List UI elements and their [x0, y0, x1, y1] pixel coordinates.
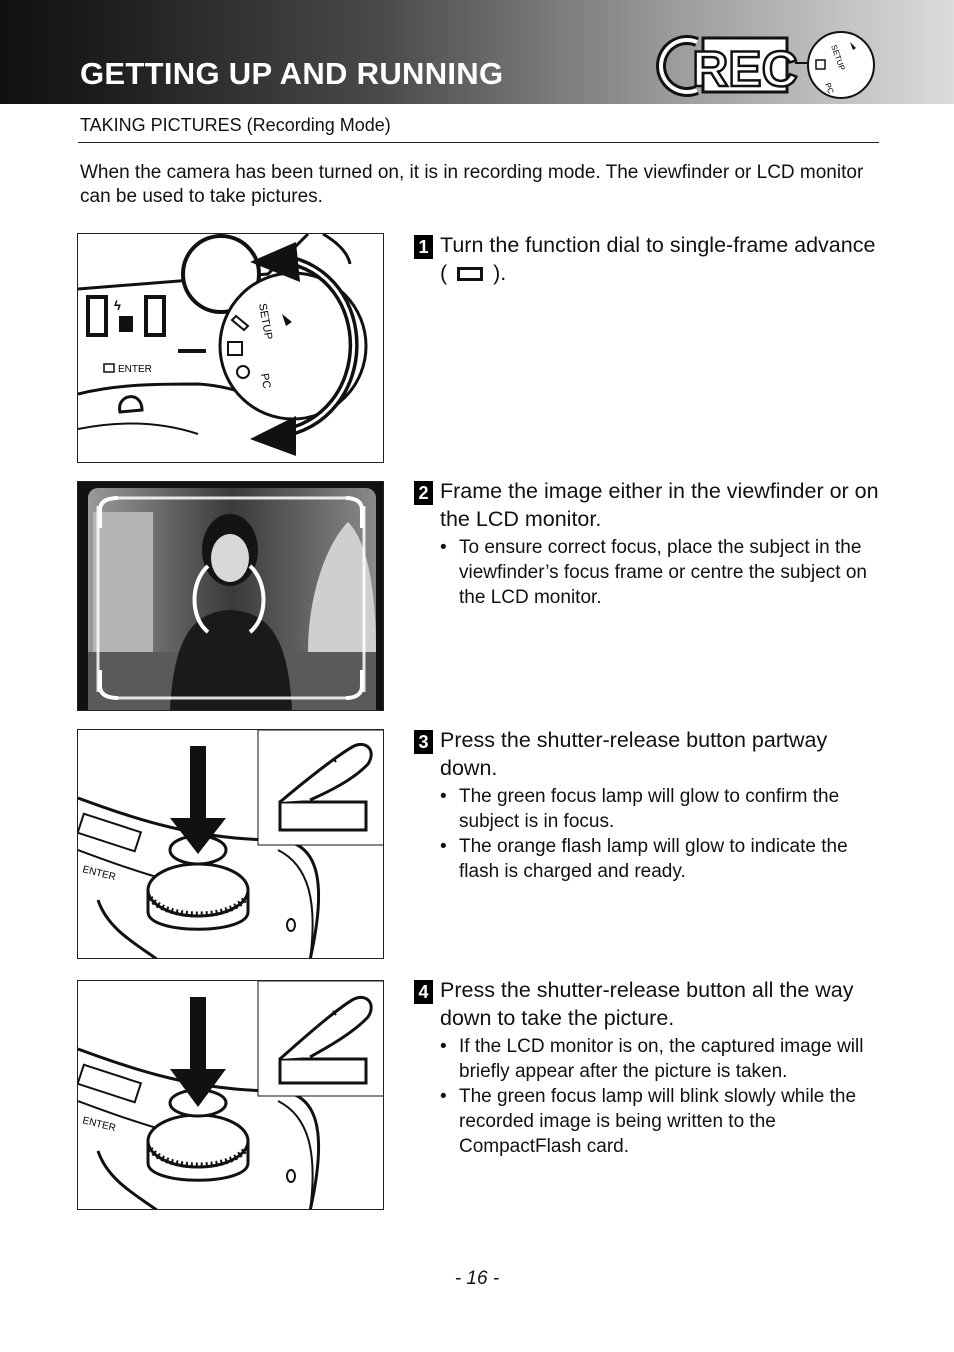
step-number-badge: 3: [414, 730, 433, 754]
bullet-item: The green focus lamp will blink slowly w…: [440, 1084, 884, 1159]
figure-viewfinder-photo: [77, 481, 384, 711]
figure-function-dial: ϟ ENTER SETUP PC: [77, 233, 384, 463]
section-subtitle: TAKING PICTURES (Recording Mode): [80, 115, 391, 135]
page-title: GETTING UP AND RUNNING: [80, 56, 504, 91]
figure-shutter-full-press: ENTER: [77, 980, 384, 1210]
mode-dial-icon: SETUP PC: [807, 31, 875, 99]
step-text: Press the shutter-release button partway…: [440, 728, 828, 780]
svg-text:ENTER: ENTER: [118, 364, 152, 375]
rec-box: [701, 36, 789, 94]
rec-text: REC: [692, 41, 798, 97]
intro-paragraph: When the camera has been turned on, it i…: [80, 162, 864, 207]
step-3: 3 Press the shutter-release button partw…: [414, 727, 884, 884]
bullet-item: The orange flash lamp will glow to indic…: [440, 834, 884, 884]
step-text: Frame the image either in the viewfinder…: [440, 479, 879, 531]
svg-text:PC: PC: [258, 372, 272, 389]
svg-text:ENTER: ENTER: [81, 864, 117, 883]
c-logo-icon: [656, 35, 699, 97]
svg-text:ENTER: ENTER: [81, 1115, 117, 1134]
step-bullets: If the LCD monitor is on, the captured i…: [414, 1034, 884, 1159]
page-number: - 16 -: [454, 1268, 500, 1289]
header-banner: GETTING UP AND RUNNING REC SETUP PC: [0, 0, 954, 104]
divider: [78, 142, 879, 143]
step-bullets: The green focus lamp will glow to confir…: [414, 784, 884, 884]
bullet-item: To ensure correct focus, place the subje…: [440, 535, 884, 610]
bullet-item: The green focus lamp will glow to confir…: [440, 784, 884, 834]
step-2: 2 Frame the image either in the viewfind…: [414, 478, 884, 610]
rec-mode-badge: REC SETUP PC: [656, 31, 875, 99]
step-bullets: To ensure correct focus, place the subje…: [414, 535, 884, 610]
svg-text:ϟ: ϟ: [114, 298, 121, 313]
bullet-item: If the LCD monitor is on, the captured i…: [440, 1034, 884, 1084]
figure-shutter-half-press: ENTER: [77, 729, 384, 959]
step-number-badge: 1: [414, 235, 433, 259]
step-number-badge: 2: [414, 481, 433, 505]
step-1: 1 Turn the function dial to single-frame…: [414, 232, 884, 287]
step-text-end: ).: [493, 260, 507, 285]
step-number-badge: 4: [414, 980, 433, 1004]
single-frame-icon: [457, 266, 484, 281]
step-4: 4 Press the shutter-release button all t…: [414, 977, 884, 1159]
rotation-arrow-icon: [250, 242, 359, 456]
step-text: Press the shutter-release button all the…: [440, 978, 854, 1030]
svg-text:PC: PC: [823, 82, 835, 96]
step-text: Turn the function dial to single-frame a…: [440, 233, 876, 285]
